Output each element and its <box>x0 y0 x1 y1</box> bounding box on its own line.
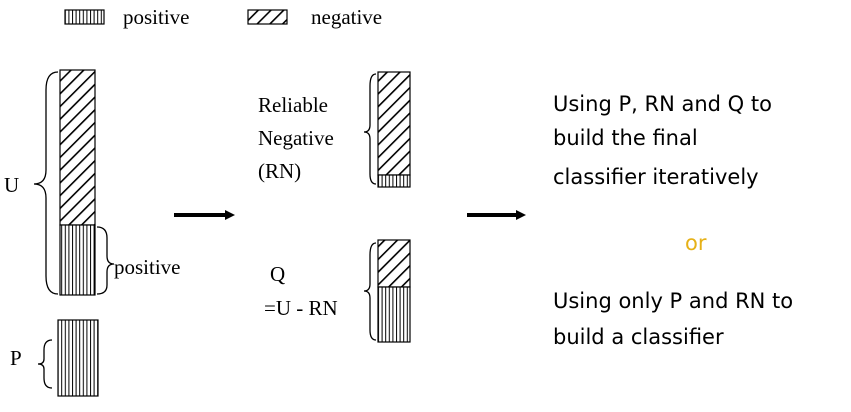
q-negative-part <box>377 239 411 288</box>
p-set: P <box>10 319 99 397</box>
rn-label-line1: Reliable <box>258 93 328 117</box>
u-positive-part <box>59 224 96 296</box>
legend-positive-swatch <box>64 9 105 25</box>
p-positive-box <box>57 319 99 397</box>
rn-positive-part <box>377 174 411 188</box>
rn-label-line2: Negative <box>258 126 334 150</box>
rn-negative-part <box>377 71 411 176</box>
rn-brace <box>363 73 377 185</box>
q-brace <box>363 242 377 341</box>
q-label-line1: Q <box>270 262 285 286</box>
option2-line2: build a classifier <box>553 325 724 349</box>
option1-line1: Using P, RN and Q to <box>553 92 772 116</box>
u-label: U <box>4 173 19 197</box>
option1-line2: build the final <box>553 126 698 150</box>
u-brace <box>33 71 59 295</box>
positive-label: positive <box>114 255 181 279</box>
options-text: Using P, RN and Q to build the final cla… <box>553 92 793 349</box>
q-set: Q =U - RN <box>264 239 411 343</box>
legend: positive negative <box>64 5 382 29</box>
option1-line3: classifier iteratively <box>553 165 759 189</box>
q-label-line2: =U - RN <box>264 296 338 320</box>
or-text: or <box>685 231 707 255</box>
p-brace <box>37 339 53 389</box>
u-set: U positive <box>4 69 181 296</box>
legend-positive-label: positive <box>123 5 190 29</box>
option2-line1: Using only P and RN to <box>553 289 793 313</box>
legend-negative-label: negative <box>311 5 382 29</box>
rn-label-line3: (RN) <box>258 159 301 183</box>
positive-brace <box>96 226 115 295</box>
legend-negative-swatch <box>247 9 288 25</box>
rn-set: Reliable Negative (RN) <box>258 71 411 188</box>
u-negative-part <box>59 69 96 226</box>
p-label: P <box>10 346 22 370</box>
q-positive-part <box>377 286 411 343</box>
